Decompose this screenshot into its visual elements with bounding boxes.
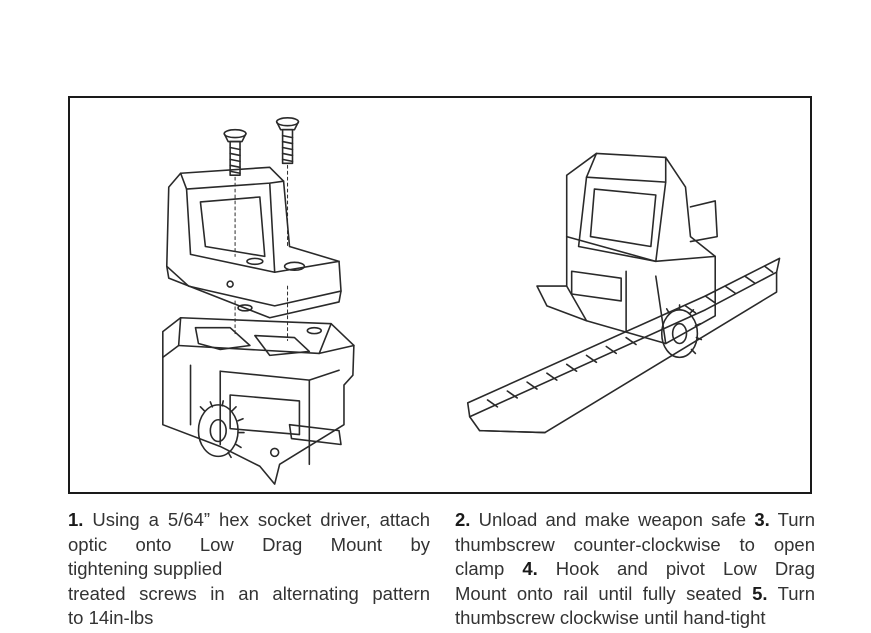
thumbscrew-icon [197, 400, 245, 459]
instruction-line: Mount onto rail until fully seated 5. Tu… [455, 582, 815, 604]
instruction-line: thumbscrew clockwise until hand-tight [455, 607, 766, 628]
instructions-right: 2. Unload and make weapon safe 3. Turn t… [455, 508, 815, 631]
instruction-line: thumbscrew counter-clockwise to open [455, 533, 815, 555]
instruction-line: clamp 4. Hook and pivot Low Drag [455, 558, 815, 579]
step-number: 1. [68, 509, 84, 530]
instructions-left: 1. Using a 5/64” hex socket driver, atta… [68, 508, 430, 631]
instruction-line: 2. Unload and make weapon safe 3. Turn [455, 509, 815, 530]
step-number: 5. [752, 582, 768, 604]
instruction-line: treated screws in an alternating pattern [68, 582, 430, 604]
mount-exploded-illustration [162, 117, 781, 485]
thumbscrew-icon [660, 304, 703, 359]
step-number: 4. [522, 558, 538, 579]
instruction-line: tightening supplied [68, 558, 223, 579]
instruction-line: to 14in-lbs [68, 607, 154, 628]
step-number: 2. [455, 509, 471, 530]
screw-icon [275, 117, 300, 165]
screw-icon [223, 128, 247, 177]
step-number: 3. [754, 509, 770, 530]
instruction-line: optic onto Low Drag Mount by [68, 533, 430, 555]
illustration-frame [68, 96, 812, 494]
rail-icon [466, 257, 781, 434]
instruction-line: 1. Using a 5/64” hex socket driver, atta… [68, 509, 430, 530]
